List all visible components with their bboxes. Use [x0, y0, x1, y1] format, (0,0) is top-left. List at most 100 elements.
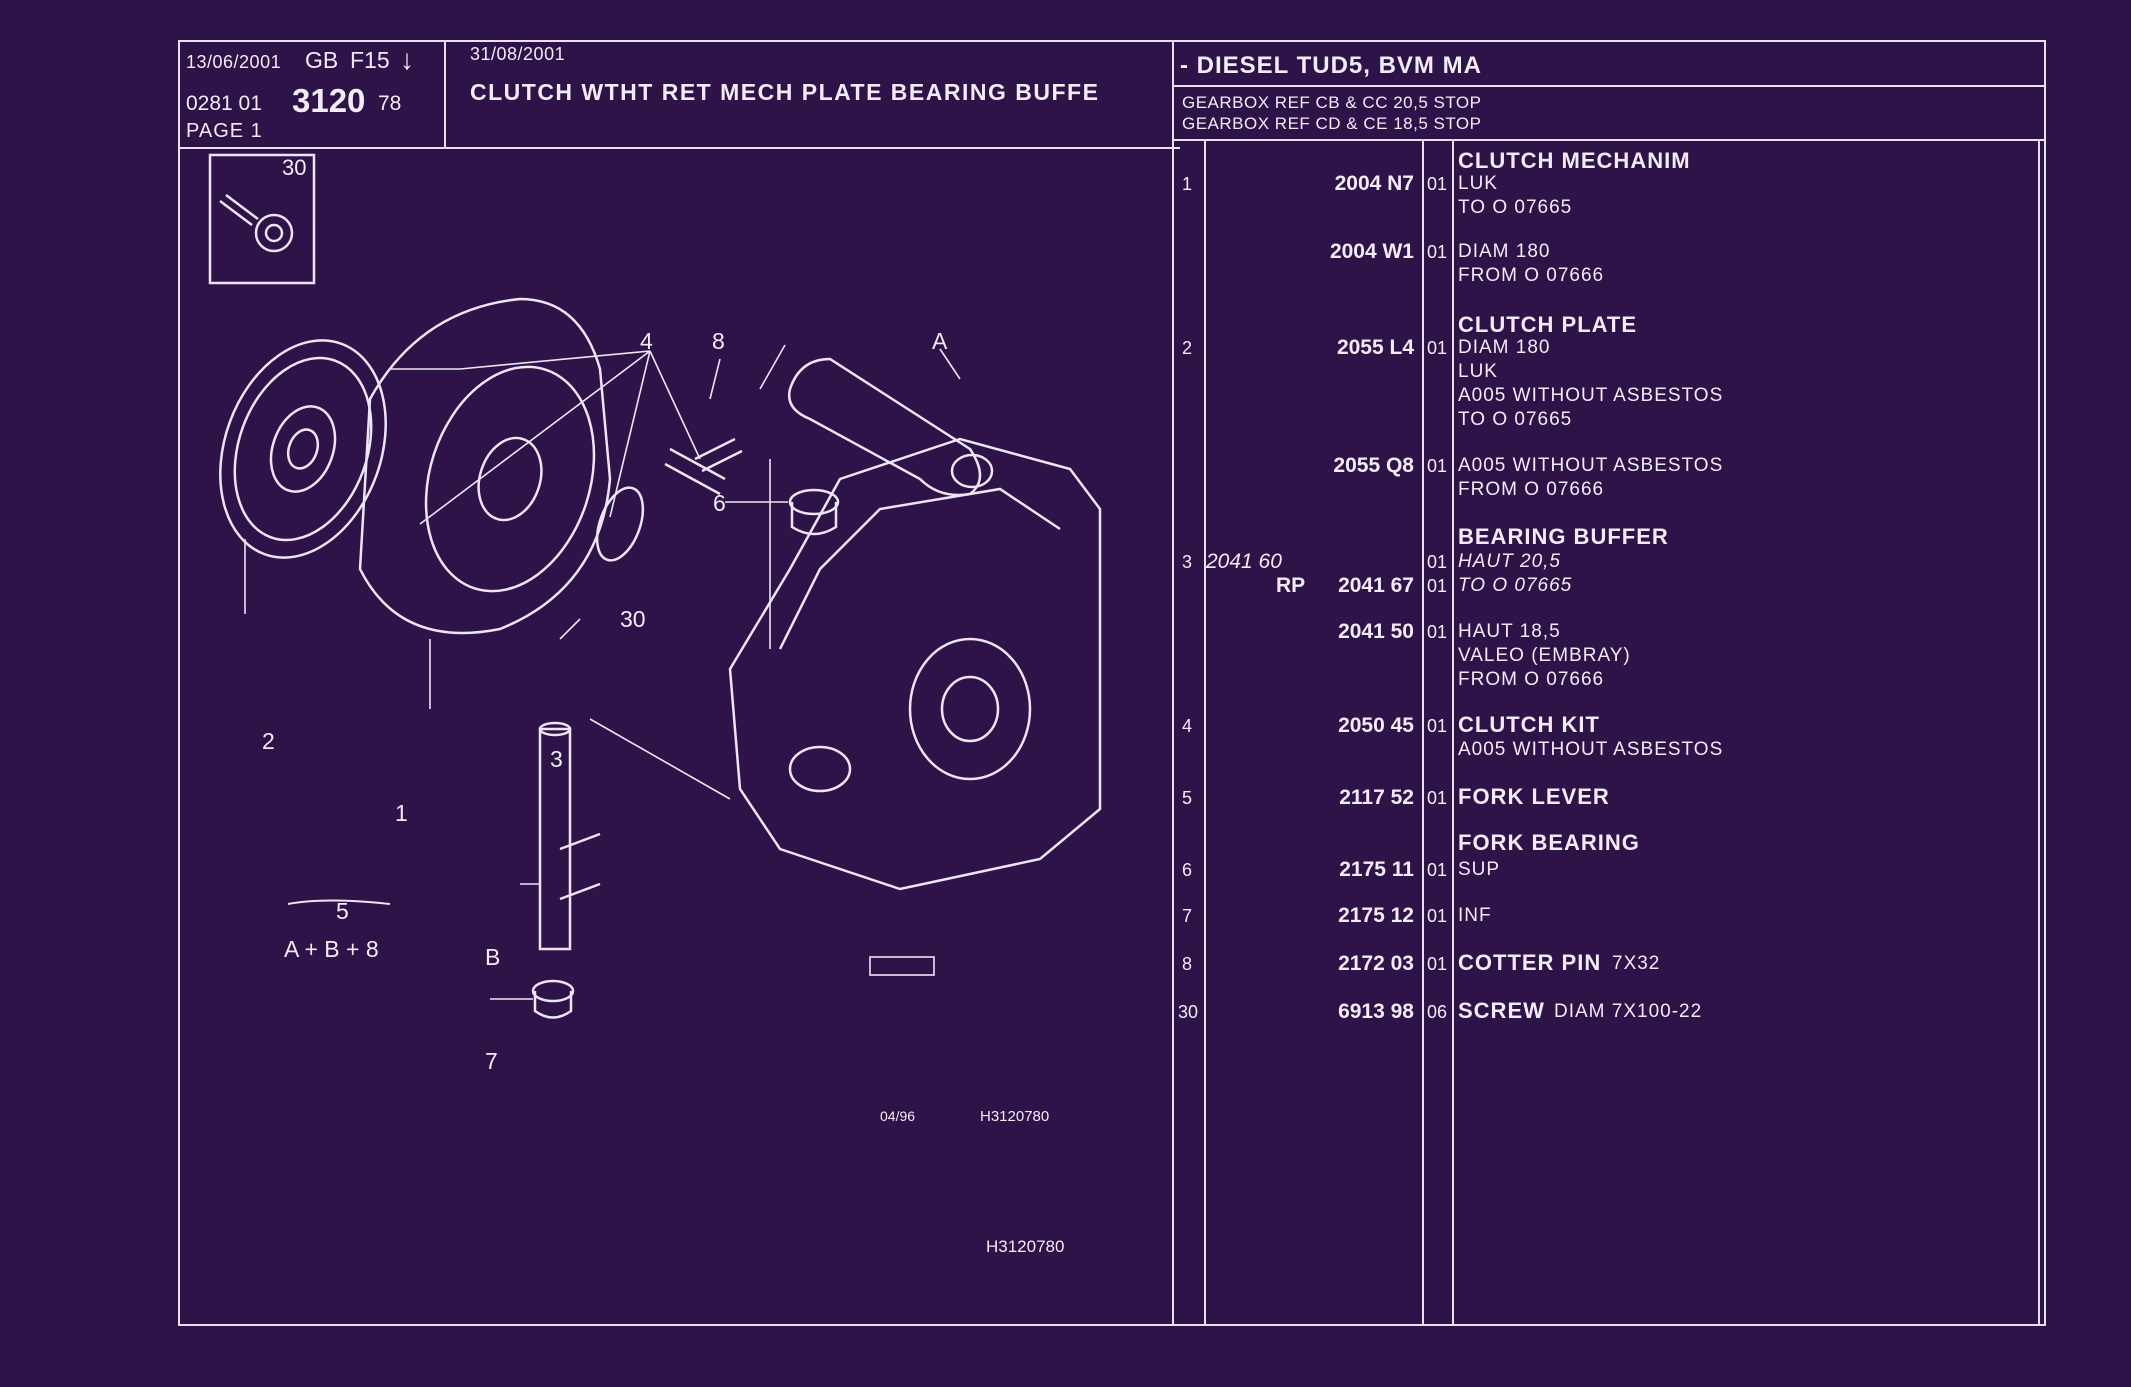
quantity: 06: [1427, 1002, 1448, 1022]
diagram-ref: H3120780: [980, 1108, 1049, 1125]
callout-4: 4: [640, 328, 653, 354]
desc-line: LUK: [1458, 173, 1498, 194]
vehicle-title: - DIESEL TUD5, BVM MA: [1180, 52, 1482, 79]
desc-title: FORK LEVER: [1458, 784, 1610, 809]
desc-line: SUP: [1458, 859, 1501, 880]
date-stamp: 04/96: [880, 1108, 915, 1124]
ref-main: 3120: [292, 82, 366, 119]
desc-line: INF: [1458, 905, 1492, 926]
callout-8: 8: [712, 328, 725, 354]
ref-prefix: 0281 01: [186, 92, 262, 115]
desc-extra: 7X32: [1612, 953, 1661, 974]
desc-title: SCREW: [1458, 998, 1545, 1023]
inset-label: 30: [282, 155, 306, 180]
callout-7: 7: [485, 1048, 498, 1074]
callout-30: 30: [620, 606, 646, 632]
quantity: 01: [1427, 174, 1448, 194]
screw-icon: [219, 194, 259, 226]
alt-part-number: 2041 60: [1206, 550, 1282, 573]
desc-line: FROM O 07666: [1458, 479, 1605, 500]
quantity: 01: [1427, 954, 1448, 974]
desc-title: CLUTCH KIT: [1458, 712, 1600, 737]
desc-line: DIAM 180: [1458, 337, 1551, 358]
callout-6: 6: [713, 490, 726, 516]
quantity: 01: [1427, 456, 1448, 476]
item-number: 8: [1182, 954, 1193, 974]
desc-line: TO O 07665: [1458, 197, 1573, 218]
release-bearing: [595, 486, 645, 562]
desc-line: A005 WITHOUT ASBESTOS: [1458, 739, 1724, 760]
part-number: 2041 67: [1338, 574, 1414, 597]
desc-title: CLUTCH MECHANIM: [1458, 148, 1691, 173]
desc-line: TO O 07665: [1458, 575, 1573, 596]
callout-3: 3: [550, 746, 563, 772]
sheet-code: F15: [350, 47, 390, 73]
formula-bottom: A + B + 8: [284, 936, 379, 962]
formula-top: 5: [336, 898, 349, 924]
clutch-disc: [219, 339, 387, 559]
language-code: GB: [305, 47, 339, 73]
desc-line: TO O 07665: [1458, 409, 1573, 430]
fork-shaft: [538, 727, 572, 951]
desc-line: DIAM 180: [1458, 241, 1551, 262]
quantity: 01: [1427, 788, 1448, 808]
part-number: 2004 N7: [1334, 172, 1414, 195]
desc-title: CLUTCH PLATE: [1458, 312, 1638, 337]
desc-line: HAUT 20,5: [1458, 551, 1561, 572]
part-number: 2175 11: [1339, 858, 1414, 881]
desc-line: A005 WITHOUT ASBESTOS: [1458, 455, 1724, 476]
desc-line: VALEO (EMBRAY): [1458, 645, 1631, 666]
part-number: 2041 50: [1338, 620, 1414, 643]
parts-sheet: 13/06/2001 GB F15 ↓ 0281 01 3120 78 PAGE…: [178, 40, 2046, 1326]
diagram-ref-bottom: H3120780: [986, 1237, 1064, 1256]
part-number: 2175 12: [1338, 904, 1414, 927]
part-number: 6913 98: [1338, 1000, 1414, 1023]
replacement-prefix: RP: [1276, 574, 1306, 597]
part-number: 2055 Q8: [1333, 454, 1414, 477]
callout-B: B: [485, 944, 500, 970]
down-arrow-icon: ↓: [400, 44, 414, 75]
quantity: 01: [1427, 860, 1448, 880]
desc-title: BEARING BUFFER: [1458, 524, 1669, 549]
desc-line: FROM O 07666: [1458, 669, 1605, 690]
item-number: 7: [1182, 906, 1193, 926]
part-number: 2004 W1: [1329, 240, 1414, 263]
gearbox-ref-1: GEARBOX REF CB & CC 20,5 STOP: [1182, 93, 1482, 112]
quantity: 01: [1427, 338, 1448, 358]
inset-box: [208, 153, 316, 285]
revision-date: 31/08/2001: [470, 44, 566, 64]
item-number: 1: [1182, 174, 1193, 194]
part-number: 2117 52: [1339, 786, 1414, 809]
item-number: 2: [1182, 338, 1193, 358]
part-number: 2055 L4: [1336, 336, 1414, 359]
item-number: 5: [1182, 788, 1193, 808]
desc-title: FORK BEARING: [1458, 830, 1640, 855]
desc-line: HAUT 18,5: [1458, 621, 1561, 642]
callout-2: 2: [262, 728, 275, 754]
exploded-diagram: 30 4 8 A 6 30 2 3 1 B 7 5 A + B + 8 04/9…: [208, 153, 1102, 1256]
item-number: 3: [1182, 552, 1193, 572]
item-number: 4: [1182, 716, 1193, 736]
quantity: 01: [1427, 622, 1448, 642]
desc-line: FROM O 07666: [1458, 265, 1605, 286]
part-number: 2050 45: [1338, 714, 1414, 737]
gearbox-ref-2: GEARBOX REF CD & CE 18,5 STOP: [1182, 114, 1482, 133]
item-number: 6: [1182, 860, 1193, 880]
part-number: 2172 03: [1338, 952, 1414, 975]
ref-suffix: 78: [378, 92, 402, 115]
quantity: 01: [1427, 576, 1448, 596]
callout-1: 1: [395, 800, 408, 826]
callout-A: A: [932, 328, 948, 354]
desc-extra: DIAM 7X100-22: [1554, 1001, 1703, 1022]
quantity: 01: [1427, 552, 1448, 572]
quantity: 01: [1427, 716, 1448, 736]
desc-line: A005 WITHOUT ASBESTOS: [1458, 385, 1724, 406]
item-number: 30: [1178, 1002, 1199, 1022]
gearbox-housing: [728, 437, 1102, 891]
quantity: 01: [1427, 242, 1448, 262]
page-number: PAGE 1: [186, 120, 263, 142]
page-title: CLUTCH WTHT RET MECH PLATE BEARING BUFFE: [470, 79, 1100, 105]
quantity: 01: [1427, 906, 1448, 926]
pressure-plate: [358, 297, 612, 635]
print-date: 13/06/2001: [186, 52, 282, 72]
